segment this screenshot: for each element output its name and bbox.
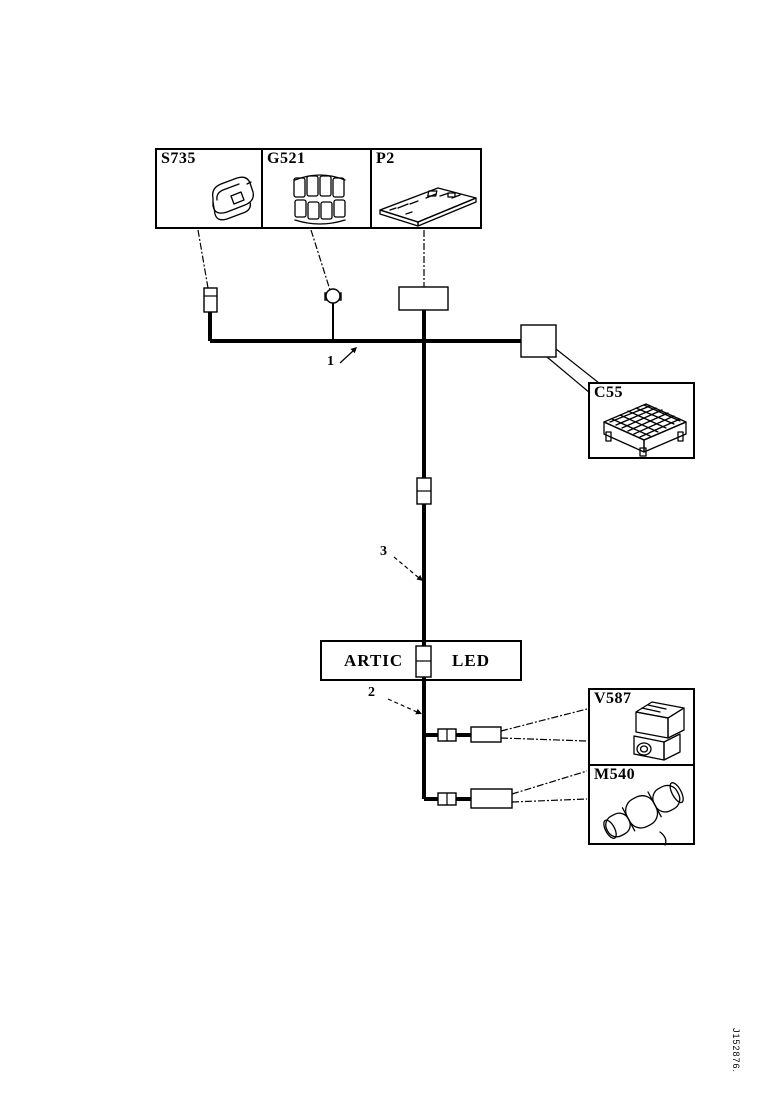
component-box-g521: G521 <box>261 148 372 229</box>
main-bus-wire <box>210 324 600 394</box>
component-box-p2: P2 <box>370 148 482 229</box>
branch-wire-v587 <box>424 708 588 743</box>
component-label-s735: S735 <box>161 150 196 167</box>
control-unit-illustration <box>603 403 687 457</box>
branch-wire-m540 <box>424 770 588 809</box>
callout-leader-2 <box>387 698 422 715</box>
junction-node-symbol <box>520 324 557 358</box>
splice-symbol <box>437 792 457 806</box>
g521-ground-wire <box>310 229 342 341</box>
component-box-s735: S735 <box>155 148 263 229</box>
component-box-v587: V587 <box>588 688 695 766</box>
inline-connector-symbol <box>416 477 432 505</box>
callout-3: 3 <box>380 544 387 559</box>
component-label-g521: G521 <box>267 150 306 167</box>
component-label-v587: V587 <box>594 690 632 707</box>
connector-symbol <box>470 726 502 743</box>
ring-terminal-symbol <box>325 288 341 304</box>
harness-label-right: LED <box>452 650 490 670</box>
harness-label-left: ARTIC <box>344 650 404 670</box>
s735-wire <box>197 229 218 341</box>
connector-symbol <box>470 788 513 809</box>
switch-illustration <box>212 176 254 221</box>
callout-1: 1 <box>327 354 334 369</box>
callout-leader-1 <box>339 347 357 364</box>
component-box-c55: C55 <box>588 382 695 459</box>
panel-board-illustration <box>379 187 477 227</box>
component-box-m540: M540 <box>588 764 695 846</box>
connector-housing-illustration <box>633 701 685 761</box>
motor-cylinder-illustration <box>603 782 684 846</box>
splice-symbol <box>437 728 457 742</box>
component-label-c55: C55 <box>594 384 624 401</box>
main-vertical-wire <box>415 310 432 799</box>
component-label-p2: P2 <box>376 150 395 167</box>
harness-id-box: ARTIC LED <box>320 640 522 681</box>
document-code: J152876. <box>731 1028 741 1074</box>
p2-wire <box>398 230 449 311</box>
callout-leader-3 <box>393 556 423 581</box>
p2-connector-symbol <box>398 286 449 311</box>
component-label-m540: M540 <box>594 766 636 783</box>
callout-2: 2 <box>368 685 375 700</box>
terminal-block-illustration <box>293 174 346 225</box>
